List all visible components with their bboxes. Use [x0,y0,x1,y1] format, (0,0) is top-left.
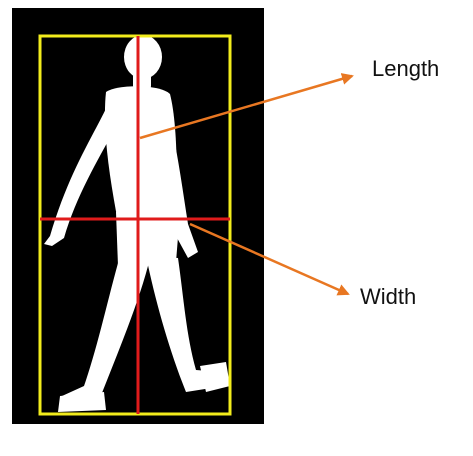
length-label: Length [372,58,439,80]
width-label: Width [360,286,416,308]
